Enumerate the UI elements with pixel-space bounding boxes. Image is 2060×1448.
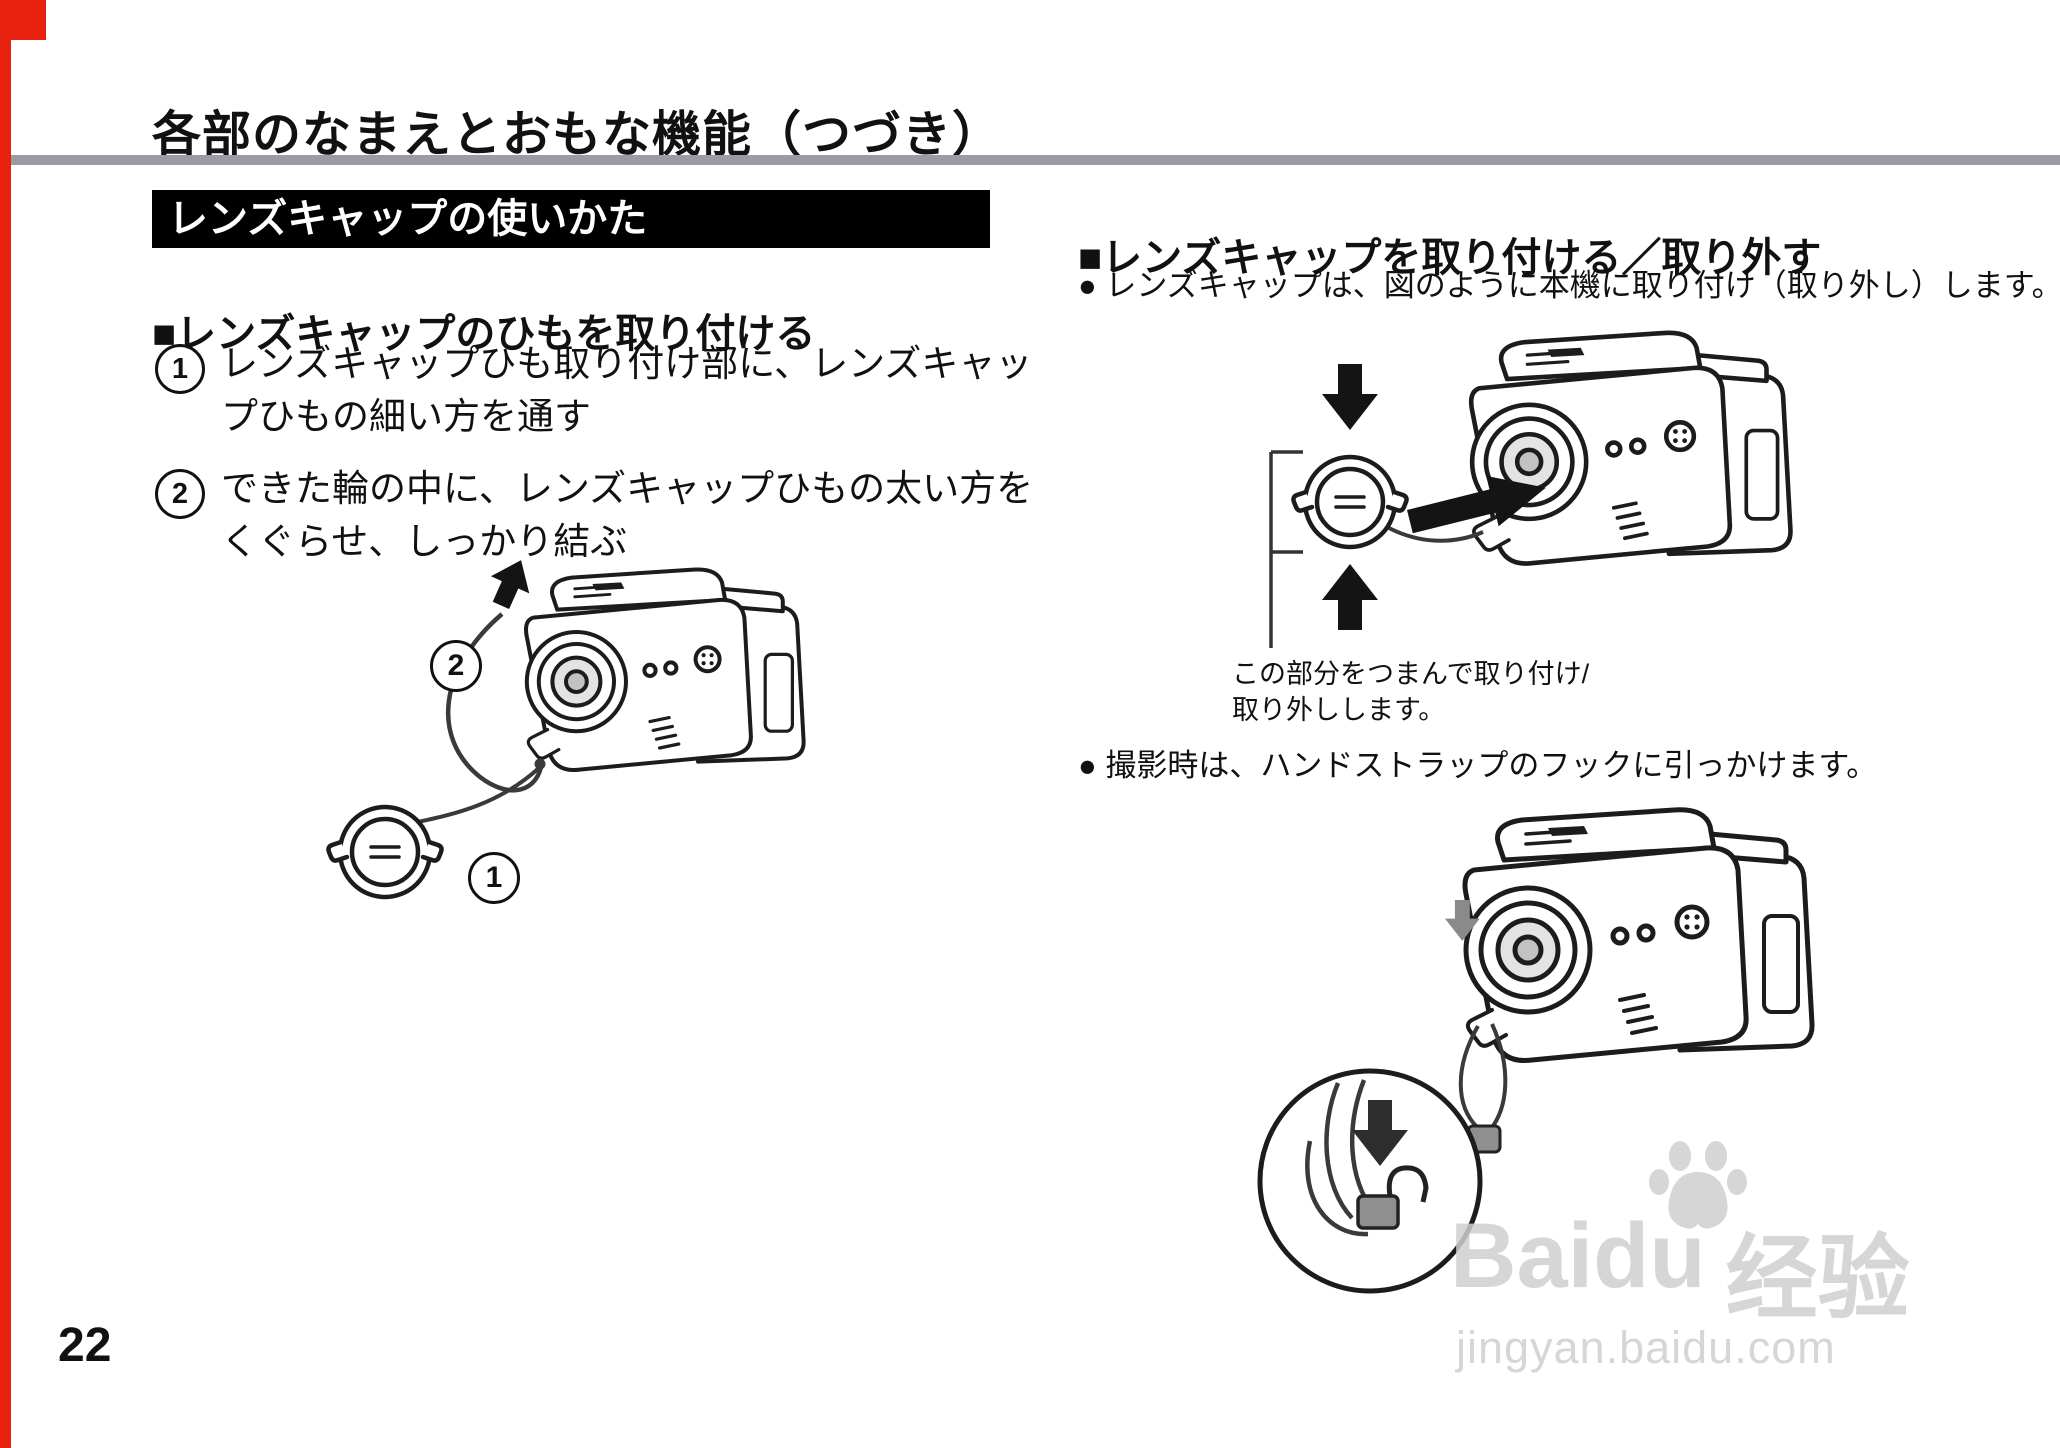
- inset-hook: [1386, 1165, 1429, 1203]
- step-1: 1 レンズキャップひも取り付け部に、レンズキャップひもの細い方を通す: [155, 338, 1035, 443]
- inset-hook-clip: [1356, 1194, 1400, 1230]
- subsection-heading-right: ■レンズキャップを取り付ける／取り外す: [1078, 236, 1822, 281]
- arrow-up-icon: [1322, 564, 1378, 630]
- watermark-brand: Baidu 经验: [1450, 1204, 1910, 1337]
- watermark-brand-latin: Baidu: [1450, 1205, 1706, 1307]
- step-1-text: レンズキャップひも取り付け部に、レンズキャップひもの細い方を通す: [221, 343, 1033, 437]
- caption-leader-bracket: [1269, 450, 1303, 648]
- page-number: 22: [58, 1319, 112, 1372]
- figure-label-1: 1: [468, 852, 520, 904]
- lens-cap-icon: [1293, 457, 1406, 547]
- detail-inset-circle: [1257, 1068, 1483, 1294]
- arrow-down-small-icon: [1445, 900, 1480, 941]
- step-2-text: できた輪の中に、レンズキャップひもの太い方をくぐらせ、しっかり結ぶ: [221, 468, 1034, 562]
- title-divider: [11, 155, 2060, 165]
- figure-cap-attach-detach: [1225, 312, 1835, 650]
- figure-1-caption-line1: この部分をつまんで取り付け/: [1232, 659, 1590, 689]
- step-2: 2 できた輪の中に、レンズキャップひもの太い方をくぐらせ、しっかり結ぶ: [155, 463, 1035, 568]
- camcorder-icon: [526, 569, 804, 770]
- cap-cord: [1386, 525, 1484, 543]
- bullet-shooting-note: ● 撮影時は、ハンドストラップのフックに引っかけます。: [1078, 748, 1878, 783]
- strap-hook-illustration: [1257, 796, 1860, 1294]
- bullet-attach-note: ● レンズキャップは、図のように本機に取り付け（取り外し）します。: [1078, 268, 2060, 303]
- inset-strap-cord: [1324, 1082, 1354, 1220]
- baidu-paw-icon: [1649, 1141, 1747, 1229]
- watermark-url: jingyan.baidu.com: [1456, 1322, 1836, 1373]
- camcorder-icon: [1465, 810, 1812, 1061]
- arrow-down-icon: [1352, 1100, 1408, 1166]
- step-1-number: 1: [155, 344, 205, 394]
- strap-cord: [1458, 1025, 1480, 1130]
- strap-knot: [534, 758, 546, 770]
- figure-1-caption-line2: 取り外しします。: [1232, 695, 1446, 726]
- step-2-number: 2: [155, 469, 205, 520]
- figure-strap-attachment: [290, 552, 870, 952]
- figure-1-caption: この部分をつまんで取り付け/ 取り外しします。: [1232, 656, 1589, 729]
- section-banner: レンズキャップの使いかた: [152, 190, 990, 248]
- arrow-up-icon: [490, 560, 530, 610]
- strap-cord-to-cap: [417, 765, 542, 824]
- subsection-heading-left: ■レンズキャップのひもを取り付ける: [152, 312, 816, 357]
- figure-label-2: 2: [430, 640, 482, 692]
- page-edge-corner: [0, 0, 46, 40]
- watermark: Baidu 经验 jingyan.baidu.com: [1450, 1141, 1970, 1400]
- watermark-brand-cjk: 经验: [1725, 1228, 1910, 1330]
- cap-attach-illustration: [1269, 312, 1835, 648]
- strap-cord: [1488, 1023, 1508, 1132]
- camcorder-strap-illustration: [290, 560, 870, 952]
- inset-strap-loop: [1305, 1140, 1369, 1237]
- camcorder-icon: [1471, 333, 1790, 564]
- arrow-right-icon: [1407, 475, 1546, 534]
- page-title: 各部のなまえとおもな機能（つづき）: [152, 107, 1003, 162]
- arrow-down-icon: [1322, 364, 1378, 430]
- figure-strap-hook: [1240, 796, 1860, 1296]
- section-banner-label: レンズキャップの使いかた: [168, 197, 648, 241]
- instruction-steps: 1 レンズキャップひも取り付け部に、レンズキャップひもの細い方を通す 2 できた…: [155, 338, 1035, 588]
- page-edge-left: [0, 0, 11, 1448]
